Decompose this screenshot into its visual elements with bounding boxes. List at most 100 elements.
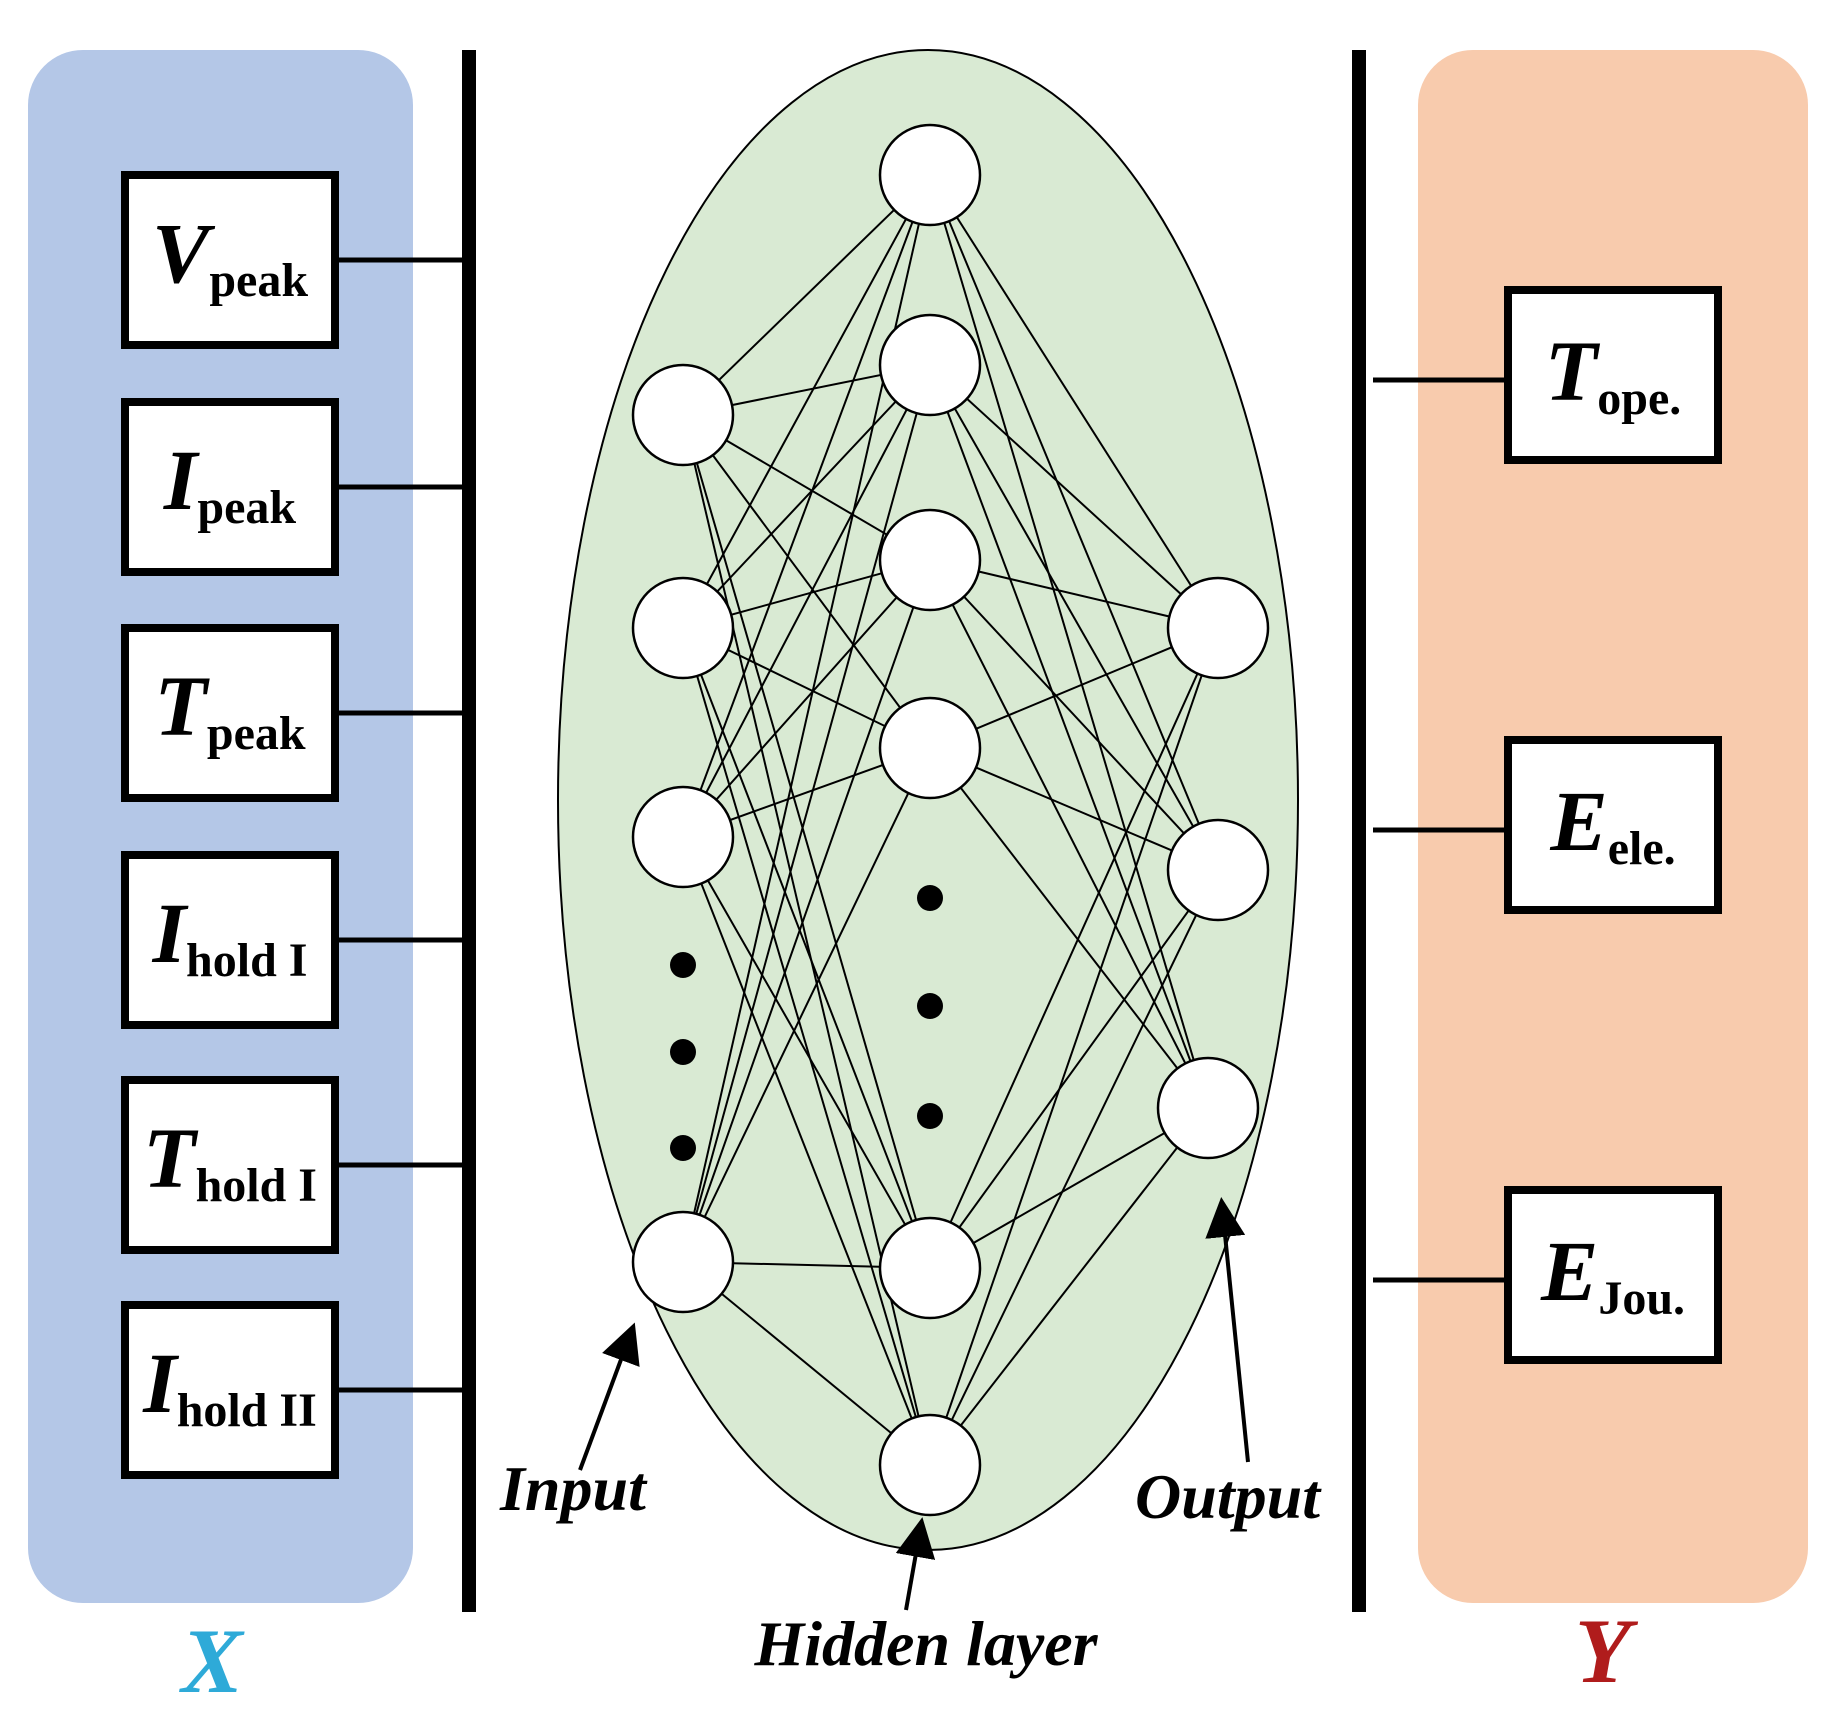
output-neuron xyxy=(1166,818,1270,922)
input-variable-box xyxy=(121,1301,339,1479)
output-arrow xyxy=(1205,1197,1250,1463)
output-variable-subscript: Jou. xyxy=(1598,1272,1685,1325)
input-hidden-connection xyxy=(682,414,931,749)
input-variable-label: Ipeak xyxy=(163,432,296,534)
input-hidden-connection xyxy=(682,414,931,1269)
hidden-neuron xyxy=(878,696,982,800)
input-variable-subscript: peak xyxy=(209,254,308,307)
input-ellipsis-dot xyxy=(670,1135,696,1161)
input-variable-symbol: I xyxy=(152,885,189,981)
hidden-neuron xyxy=(878,508,982,612)
input-hidden-connection xyxy=(682,174,931,416)
input-hidden-connection xyxy=(682,836,931,1269)
output-variable-symbol: T xyxy=(1545,323,1601,419)
output-bus-bar xyxy=(1352,50,1366,1612)
input-bus-bar xyxy=(462,50,476,1612)
hidden-neuron xyxy=(878,123,982,227)
y-axis-letter: Y xyxy=(1575,1600,1639,1702)
output-variable-symbol: E xyxy=(1549,773,1607,869)
input-neuron xyxy=(631,1210,735,1314)
input-neuron xyxy=(631,363,735,467)
input-variable-label: Thold I xyxy=(143,1110,317,1212)
input-variable-symbol: V xyxy=(152,205,216,301)
input-hidden-connection xyxy=(682,364,931,629)
network-connections xyxy=(682,174,1219,1466)
input-variable-symbol: I xyxy=(163,432,200,528)
hidden-neuron xyxy=(878,1216,982,1320)
output-variable-label: Tope. xyxy=(1545,323,1682,425)
input-hidden-connection xyxy=(682,836,931,1466)
hidden-output-connection xyxy=(929,869,1219,1466)
ellipsis-dots xyxy=(670,885,943,1161)
hidden-ellipsis-dot xyxy=(917,1103,943,1129)
input-variable-symbol: T xyxy=(154,658,210,754)
input-variable-label: Ihold I xyxy=(152,885,308,987)
hidden-ellipsis-dot xyxy=(917,885,943,911)
input-ellipsis-dot xyxy=(670,1039,696,1065)
hidden-output-connection xyxy=(929,1107,1209,1269)
input-variable-box xyxy=(121,1076,339,1254)
input-hidden-connection xyxy=(682,627,931,1466)
x-axis-letter: X xyxy=(178,1610,245,1710)
hidden-output-connection xyxy=(929,364,1219,871)
output-variable-label: Eele. xyxy=(1549,773,1675,875)
input-variable-subscript: peak xyxy=(207,707,306,760)
hidden-neuron xyxy=(878,1413,982,1517)
input-variable-box xyxy=(121,398,339,576)
output-layer-label: Output xyxy=(1135,1461,1322,1532)
hidden-neuron xyxy=(878,313,982,417)
input-arrow xyxy=(578,1322,640,1471)
input-hidden-connection xyxy=(682,174,931,629)
hidden-output-connection xyxy=(929,559,1209,1109)
network-neurons xyxy=(631,123,1270,1517)
hidden-output-connection xyxy=(929,174,1219,871)
output-variable-label: EJou. xyxy=(1540,1223,1685,1325)
input-neuron xyxy=(631,576,735,680)
hidden-output-connection xyxy=(929,627,1219,749)
input-hidden-connection xyxy=(682,364,931,1263)
hidden-output-connection xyxy=(929,747,1219,871)
input-ellipsis-dot xyxy=(670,952,696,978)
input-hidden-connection xyxy=(682,559,931,838)
input-hidden-connection xyxy=(682,747,931,1263)
input-variable-label: Vpeak xyxy=(152,205,308,307)
input-variable-subscript: peak xyxy=(197,481,296,534)
input-variable-label: Tpeak xyxy=(154,658,306,760)
hidden-output-connection xyxy=(929,559,1219,871)
hidden-output-connection xyxy=(929,627,1219,1466)
hidden-layer-label: Hidden layer xyxy=(753,1608,1098,1679)
input-variable-subscript: hold I xyxy=(196,1159,317,1212)
input-variable-symbol: T xyxy=(143,1110,199,1206)
input-neuron xyxy=(631,785,735,889)
hidden-layer-arrow xyxy=(895,1517,936,1611)
output-variable-box xyxy=(1504,286,1722,464)
output-neuron xyxy=(1156,1056,1260,1160)
input-variable-symbol: I xyxy=(142,1335,179,1431)
input-hidden-connection xyxy=(682,1261,931,1466)
output-variable-list: Tope.Eele.EJou. xyxy=(1373,286,1722,1364)
input-variable-subscript: hold I xyxy=(186,934,307,987)
input-hidden-connection xyxy=(682,559,931,1263)
input-hidden-connection xyxy=(682,174,931,838)
output-variable-symbol: E xyxy=(1540,1223,1598,1319)
hidden-output-connection xyxy=(929,1107,1209,1466)
input-variable-box xyxy=(121,851,339,1029)
hidden-ellipsis-dot xyxy=(917,993,943,1019)
hidden-output-connection xyxy=(929,364,1219,629)
hidden-output-connection xyxy=(929,174,1209,1109)
input-variable-label: Ihold II xyxy=(142,1335,317,1437)
output-neuron xyxy=(1166,576,1270,680)
output-variable-box xyxy=(1504,1186,1722,1364)
output-variable-subscript: ele. xyxy=(1608,822,1676,875)
input-hidden-connection xyxy=(682,627,931,1269)
input-variable-subscript: hold II xyxy=(177,1384,317,1437)
hidden-output-connection xyxy=(929,747,1209,1109)
hidden-output-connection xyxy=(929,869,1219,1269)
hidden-output-connection xyxy=(929,174,1219,629)
output-variable-box xyxy=(1504,736,1722,914)
input-layer-label: Input xyxy=(499,1453,648,1524)
output-variable-subscript: ope. xyxy=(1597,372,1681,425)
hidden-output-connection xyxy=(929,627,1219,1269)
